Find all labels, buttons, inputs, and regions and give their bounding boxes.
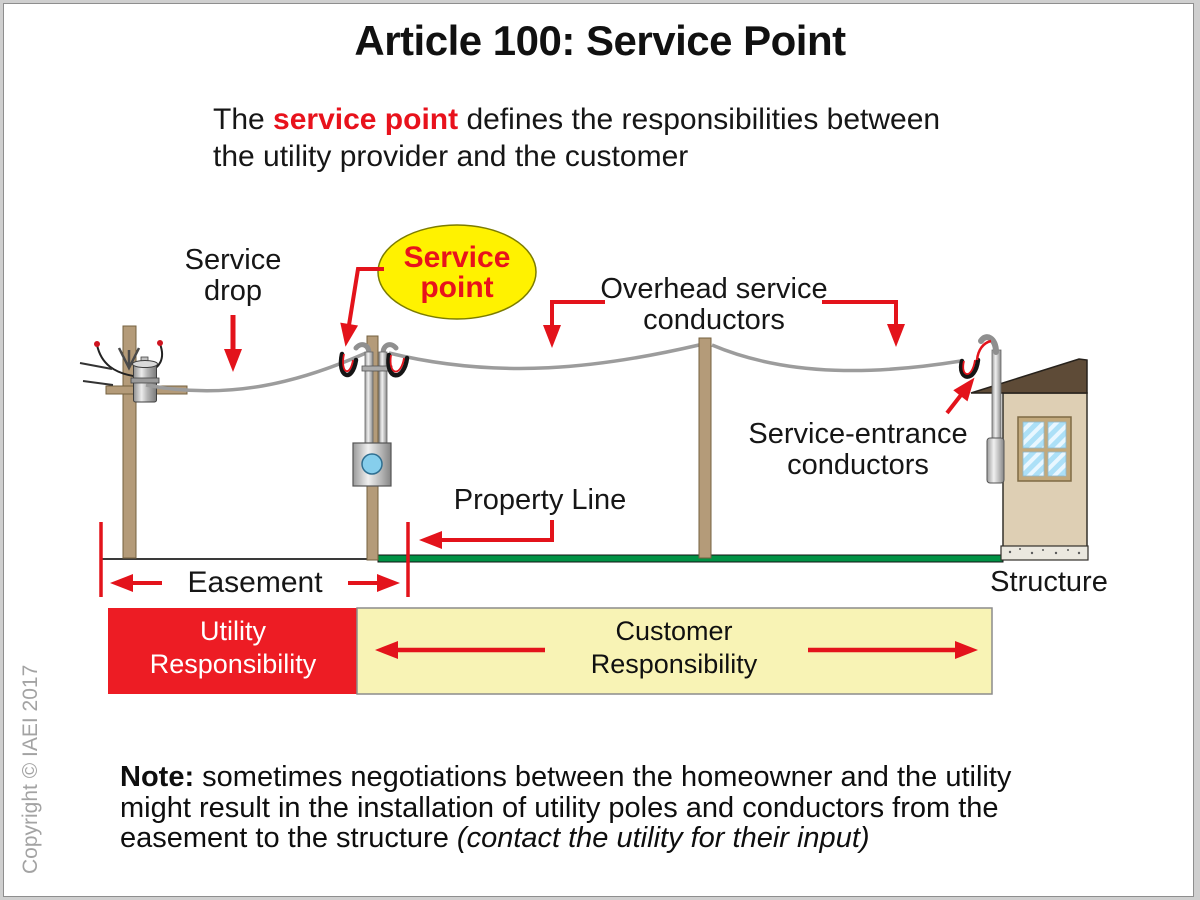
- structure-label: Structure: [990, 566, 1108, 598]
- utility-responsibility-label: Utility Responsibility: [149, 616, 317, 679]
- service-drop-label: Service drop: [184, 244, 282, 307]
- subtitle-line1-rest: defines the responsibilities between: [458, 103, 941, 136]
- subtitle-prefix: The: [213, 103, 274, 136]
- note-line1: Note: sometimes negotiations between the…: [120, 761, 1012, 793]
- property-line-label: Property Line: [453, 484, 627, 516]
- easement-label: Easement: [187, 566, 323, 599]
- subtitle-line2: the utility provider and the customer: [213, 140, 689, 173]
- customer-responsibility-label: Customer Responsibility: [590, 616, 758, 679]
- note-bold: Note:: [120, 761, 195, 793]
- note-line2: might result in the installation of util…: [120, 791, 999, 824]
- subtitle-highlight: service point: [273, 103, 459, 136]
- copyright-text: Copyright © IAEI 2017: [19, 664, 42, 874]
- subtitle: The service point defines the responsibi…: [213, 101, 940, 175]
- service-entrance-label: Service-entrance conductors: [748, 418, 968, 481]
- service-point-label: Service point: [403, 241, 511, 304]
- overhead-conductors-label: Overhead service conductors: [600, 273, 828, 336]
- note-line3: easement to the structure (contact the u…: [120, 822, 870, 854]
- note-text: Note: sometimes negotiations between the…: [120, 762, 1011, 854]
- page-title: Article 100: Service Point: [354, 17, 846, 64]
- note-italic: (contact the utility for their input): [456, 822, 870, 854]
